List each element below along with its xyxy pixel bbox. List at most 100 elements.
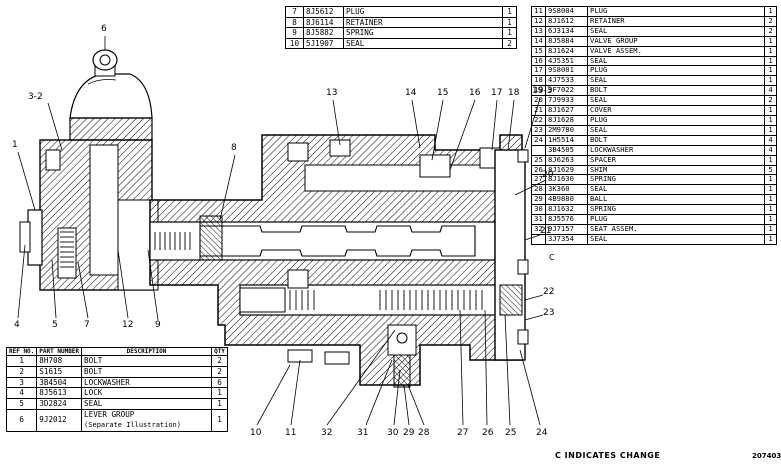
description: RETAINER — [343, 16, 503, 29]
qty: 2 — [211, 365, 228, 378]
ref-no: 11 — [531, 6, 546, 17]
description: PLUG — [587, 114, 765, 126]
callout-8: 8 — [231, 143, 237, 153]
qty: 1 — [764, 174, 777, 186]
qty: 1 — [764, 75, 777, 87]
description: BALL — [587, 194, 765, 206]
qty: 1 — [764, 105, 777, 116]
description: VALVE GROUP — [587, 35, 765, 47]
ref-no: 31 — [531, 214, 546, 225]
ref-no: 30 — [531, 204, 546, 216]
part-number: 4B9880 — [545, 194, 588, 206]
description: PLUG — [587, 6, 765, 17]
header-part-number: PART NUMBER — [36, 347, 83, 356]
qty: 6 — [211, 376, 228, 389]
qty: 1 — [764, 35, 777, 47]
callout-17: 17 — [491, 88, 503, 98]
ref-no: 16 — [531, 55, 546, 67]
part-number: 4J5351 — [545, 55, 588, 67]
description: BOLT — [587, 134, 765, 146]
ref-no: 21 — [531, 105, 546, 116]
ref-no: 1 — [5, 355, 38, 367]
table-row: 1 8H708 BOLT 2 — [5, 355, 228, 367]
table-row: 3 3B4504 LOCKWASHER 6 — [5, 376, 228, 389]
ref-no: 3 — [5, 376, 38, 389]
ref-no: 15 — [531, 45, 546, 57]
lever-group — [69, 49, 153, 141]
ref-no: 10 — [285, 37, 304, 50]
description: SEAT ASSEM. — [587, 223, 765, 235]
table-row: 4 8J5613 LOCK 1 — [5, 387, 228, 400]
callout-5: 5 — [52, 320, 58, 330]
qty: 2 — [764, 95, 777, 107]
change-note: C INDICATES CHANGE — [555, 451, 661, 460]
table-row: 9 8J5882 SPRING 1 — [285, 27, 517, 39]
header-qty: QTY — [211, 347, 228, 356]
qty: 1 — [764, 233, 777, 245]
qty: 2 — [764, 15, 777, 27]
part-number: 8J5882 — [303, 27, 344, 39]
qty: 5 — [764, 164, 777, 176]
part-number: 3B4504 — [36, 376, 83, 389]
description: LOCK — [81, 387, 212, 400]
part-number: S1615 — [36, 365, 83, 378]
table-row: 6 9J2012 LEVER GROUP (Separate Illustrat… — [5, 408, 228, 432]
description: SEAL — [587, 233, 765, 245]
callout-16: 16 — [469, 88, 481, 98]
callout-22: 22 — [543, 287, 555, 297]
description: SEAL — [587, 184, 765, 196]
callout-9: 9 — [155, 320, 161, 330]
part-number: 7J9933 — [545, 95, 588, 107]
table-row: 7 8J5612 PLUG 1 — [285, 6, 517, 18]
callout-15: 15 — [437, 88, 449, 98]
qty: 4 — [764, 85, 777, 97]
part-number: 8H708 — [36, 355, 83, 367]
description: SPRING — [343, 27, 503, 39]
ref-no: 23 — [531, 124, 546, 136]
ref-no: 17 — [531, 65, 546, 77]
qty: 1 — [764, 65, 777, 77]
callout-24: 24 — [536, 428, 548, 438]
part-number: 8J6114 — [303, 16, 344, 29]
qty: 2 — [764, 25, 777, 37]
qty: 1 — [502, 6, 517, 18]
callout-11: 11 — [285, 428, 297, 438]
part-number: 8J6263 — [545, 154, 588, 166]
qty: 1 — [211, 387, 228, 400]
callout-13: 13 — [326, 88, 338, 98]
lever-group-desc: LEVER GROUP — [84, 409, 135, 419]
description: PLUG — [587, 65, 765, 77]
part-number: 8J5884 — [545, 35, 588, 47]
part-number: 3K360 — [545, 184, 588, 196]
part-number: 9J2012 — [36, 408, 83, 432]
qty: 2 — [502, 37, 517, 50]
ref-no: 12 — [531, 15, 546, 27]
left-end-housing — [19, 139, 159, 291]
ref-no: 32 — [531, 223, 546, 235]
description: RETAINER — [587, 15, 765, 27]
description: SPACER — [587, 154, 765, 166]
top-parts-table: 7 8J5612 PLUG 1 8 8J6114 RETAINER 1 9 8J… — [285, 6, 517, 50]
description: SEAL — [587, 95, 765, 107]
ref-no: 26 — [531, 164, 546, 176]
callout-25: 25 — [505, 428, 517, 438]
ref-no: 2 — [5, 365, 38, 378]
part-number: 8J1632 — [545, 204, 588, 216]
callout-29: 29 — [403, 428, 415, 438]
right-cover — [494, 149, 529, 361]
